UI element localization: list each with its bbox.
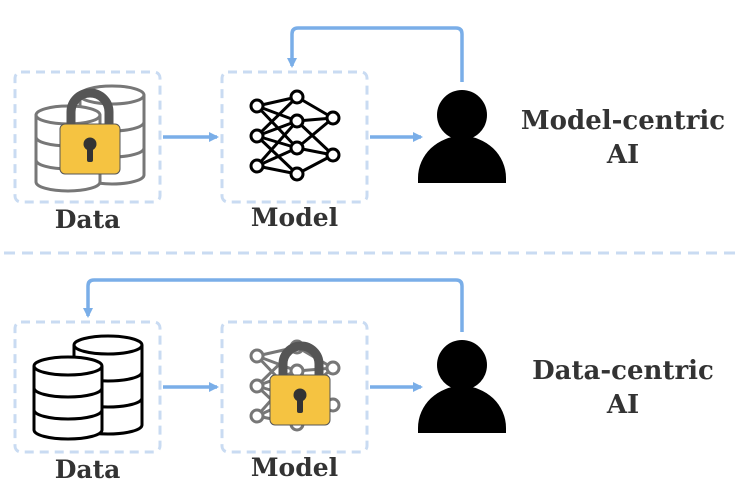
person-icon <box>418 340 506 433</box>
data-label: Data <box>54 205 121 234</box>
neural-network-icon <box>249 89 341 182</box>
lock-icon <box>269 341 331 426</box>
feedback-arrow <box>83 278 464 332</box>
person-icon <box>418 90 506 183</box>
model-label: Model <box>250 203 339 232</box>
title-line-1: Data-centric <box>532 356 714 386</box>
database-icon <box>32 334 144 441</box>
model-box <box>220 70 369 204</box>
data-label: Data <box>54 455 121 484</box>
data-centric-title: Data-centric AI <box>518 354 728 422</box>
data-box <box>13 70 162 204</box>
data-box <box>13 320 162 454</box>
title-line-2: AI <box>606 140 640 170</box>
title-line-2: AI <box>606 390 640 420</box>
data-centric-section <box>13 278 506 454</box>
model-label: Model <box>250 453 339 482</box>
lock-icon <box>59 88 121 175</box>
model-centric-title: Model-centric AI <box>518 104 728 172</box>
title-line-1: Model-centric <box>520 106 726 136</box>
model-box <box>220 320 369 454</box>
feedback-arrow <box>287 26 464 82</box>
model-centric-section <box>13 26 506 204</box>
